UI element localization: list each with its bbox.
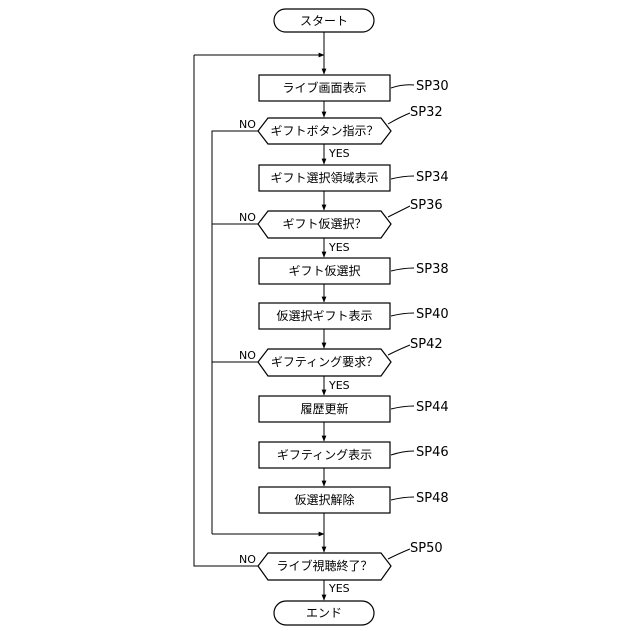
no-label-sp50: NO [239,553,256,566]
decision-sp50-text: ライブ視聴終了？ [276,558,372,573]
step-label-sp44: SP44 [416,400,449,415]
decision-sp32-text: ギフトボタン指示？ [270,123,378,138]
no-label-sp32: NO [239,118,256,131]
start-terminal: スタート [274,9,374,32]
process-sp34-text: ギフト選択領域表示 [270,170,378,185]
process-sp34: ギフト選択領域表示 [259,165,390,191]
step-label-sp50: SP50 [410,541,443,556]
process-sp30-text: ライブ画面表示 [282,80,366,95]
yes-label-sp42: YES [328,379,350,392]
decision-sp36: ギフト仮選択？ [258,211,391,238]
step-label-sp30: SP30 [416,79,449,94]
end-text: エンド [306,606,342,620]
process-sp40: 仮選択ギフト表示 [259,303,390,329]
step-label-sp48: SP48 [416,491,449,506]
decision-sp36-text: ギフト仮選択？ [282,217,366,231]
step-label-sp34: SP34 [416,170,449,185]
decision-sp42-text: ギフティング要求？ [271,355,378,369]
process-sp38-text: ギフト仮選択 [288,264,360,278]
step-label-sp40: SP40 [416,307,449,322]
process-sp30: ライブ画面表示 [259,75,390,101]
process-sp48: 仮選択解除 [259,487,390,513]
process-sp48-text: 仮選択解除 [294,492,354,507]
process-sp46: ギフティング表示 [259,442,390,468]
decision-sp32: ギフトボタン指示？ [258,118,391,144]
end-terminal: エンド [274,601,374,625]
yes-label-sp36: YES [328,241,350,254]
process-sp44-text: 履歴更新 [300,401,348,416]
decision-sp50: ライブ視聴終了？ [258,553,391,580]
process-sp40-text: 仮選択ギフト表示 [276,309,372,323]
decision-sp42: ギフティング要求？ [258,349,391,376]
yes-label-sp32: YES [328,147,350,160]
no-label-sp36: NO [239,211,256,224]
no-label-sp42: NO [239,349,256,362]
step-label-sp46: SP46 [416,445,449,460]
yes-label-sp50: YES [328,582,350,595]
process-sp46-text: ギフティング表示 [277,448,372,462]
step-label-sp38: SP38 [416,262,449,277]
step-label-sp32: SP32 [410,105,443,120]
start-text: スタート [300,14,348,28]
process-sp44: 履歴更新 [259,396,390,422]
step-label-sp36: SP36 [410,198,443,213]
step-label-sp42: SP42 [410,337,443,352]
step-label-leaders [388,85,414,559]
process-sp38: ギフト仮選択 [259,258,390,284]
